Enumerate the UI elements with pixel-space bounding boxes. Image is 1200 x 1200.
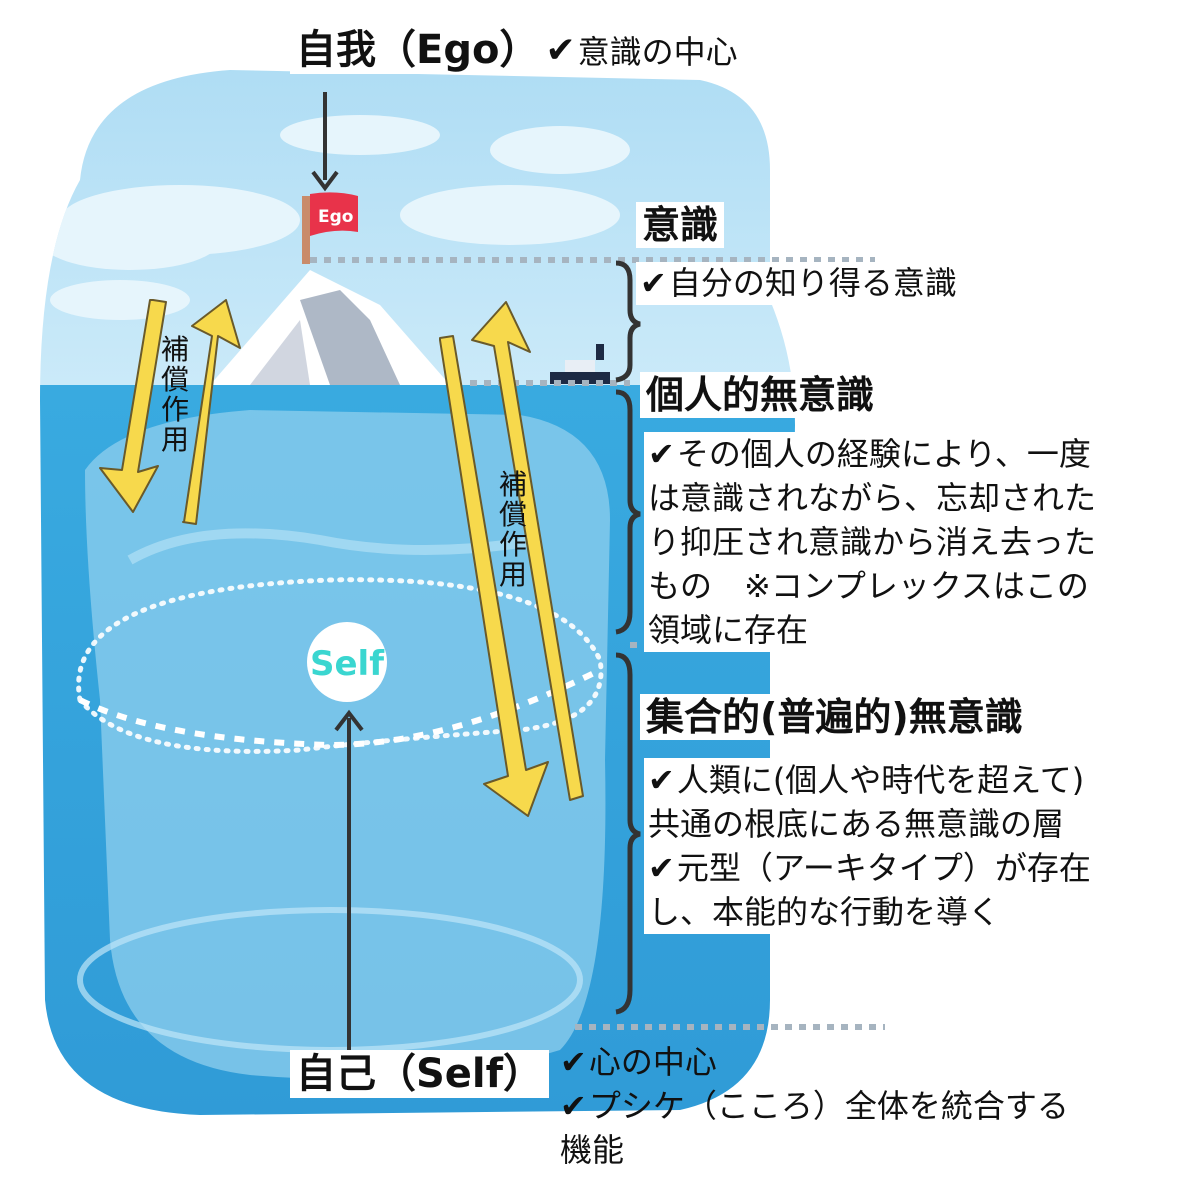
collective-brace — [615, 652, 641, 1015]
self-pointer-head — [334, 709, 364, 732]
self-desc-line-3: 機能 — [560, 1131, 625, 1169]
collective-unconscious-description: ✔人類に(個人や時代を超えて) 共通の根底にある無意識の層 ✔元型（アーキタイプ… — [644, 758, 1095, 934]
ego-title: 自我（Ego） — [290, 26, 546, 74]
self-ring-back — [76, 577, 604, 754]
personal-line-3: り抑圧され意識から消え去った — [648, 523, 1097, 561]
personal-brace — [615, 389, 641, 635]
personal-line-2: は意識されながら、忘却された — [648, 479, 1097, 517]
personal-unconscious-description: ✔その個人の経験により、一度 は意識されながら、忘却された り抑圧され意識から消… — [644, 432, 1101, 652]
conscious-brace — [615, 260, 641, 383]
check-icon: ✔ — [560, 1043, 587, 1081]
ego-pointer-head — [311, 170, 339, 192]
ego-description: 意識の中心 — [577, 33, 738, 71]
check-icon: ✔ — [640, 264, 667, 302]
collective-line-1: 人類に(個人や時代を超えて) — [676, 761, 1085, 799]
check-icon: ✔ — [648, 849, 675, 887]
conscious-description: 自分の知り得る意識 — [668, 264, 957, 302]
self-circle — [307, 622, 387, 702]
self-description: ✔心の中心 ✔プシケ（こころ）全体を統合する 機能 — [560, 1040, 1069, 1172]
ship-icon — [550, 344, 610, 384]
compensation-label-left: 補償作用 — [160, 333, 189, 456]
self-desc-line-1: 心の中心 — [588, 1043, 717, 1081]
collective-line-3: 元型（アーキタイプ）が存在 — [676, 849, 1091, 887]
self-title: 自己（Self） — [290, 1050, 550, 1098]
compensation-label-right: 補償作用 — [498, 468, 527, 591]
personal-line-5: 領域に存在 — [648, 611, 809, 649]
collective-line-4: し、本能的な行動を導く — [648, 893, 1001, 931]
self-circle-label: Self — [310, 644, 385, 684]
self-ring-front — [78, 667, 602, 749]
collective-unconscious-title: 集合的(普遍的)無意識 — [640, 694, 1029, 740]
ego-flag-icon — [302, 192, 358, 264]
personal-unconscious-title: 個人的無意識 — [640, 372, 881, 418]
ego-flag-label: Ego — [318, 207, 353, 227]
check-icon: ✔ — [648, 761, 675, 799]
conscious-title: 意識 — [636, 202, 725, 248]
compensation-arrows-left — [99, 299, 241, 525]
compensation-arrows-right — [439, 301, 584, 817]
self-desc-line-2: プシケ（こころ）全体を統合する — [588, 1087, 1069, 1125]
check-icon: ✔ — [560, 1087, 587, 1125]
personal-line-4: もの ※コンプレックスはこの — [648, 567, 1089, 605]
conscious-description-row: ✔自分の知り得る意識 — [636, 262, 961, 305]
check-icon: ✔ — [648, 435, 675, 473]
personal-line-1: その個人の経験により、一度 — [676, 435, 1091, 473]
collective-line-2: 共通の根底にある無意識の層 — [648, 805, 1065, 843]
check-icon: ✔ — [545, 29, 576, 71]
ego-heading: 自我（Ego） ✔ 意識の中心 — [290, 26, 738, 74]
